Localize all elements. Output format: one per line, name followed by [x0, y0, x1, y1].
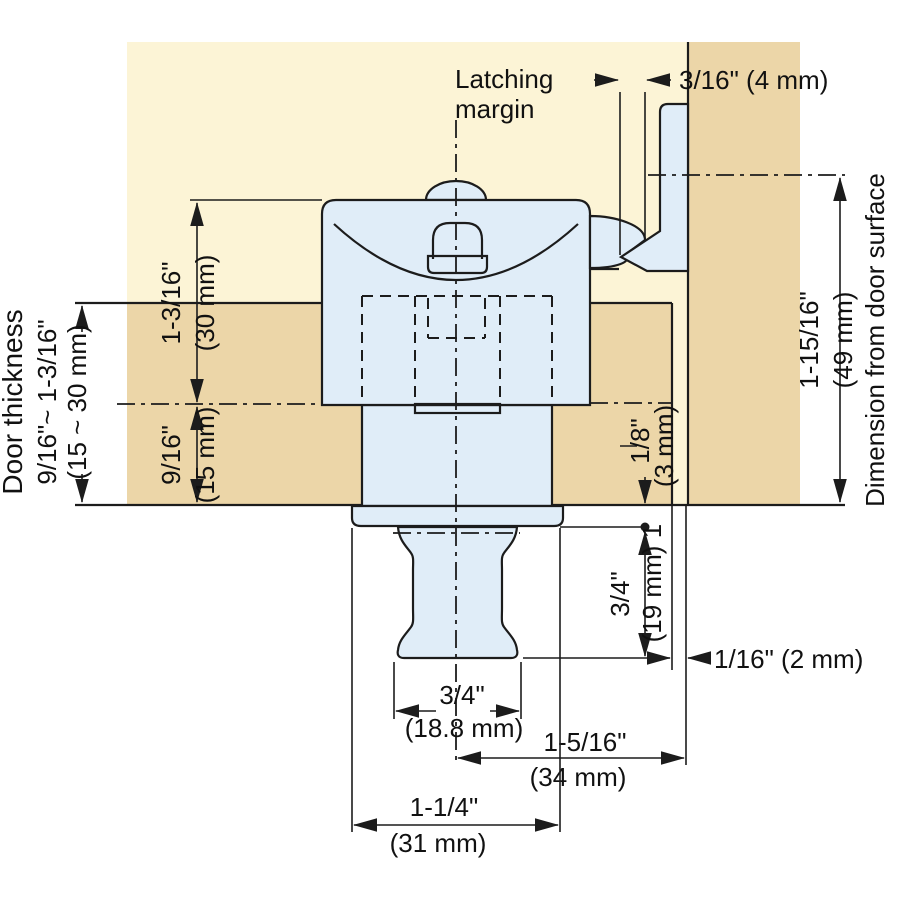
latching-margin-label-2: margin [455, 94, 534, 124]
side-gap-value: 1/16" (2 mm) [714, 644, 863, 674]
keeper-block [426, 254, 489, 275]
keeper-arch [431, 221, 484, 259]
recess-depth-mm: (15 mm) [190, 407, 220, 504]
strike-plate [618, 102, 690, 273]
dim-from-surface-label: Dimension from door surface [860, 173, 890, 507]
latch-lower-housing [360, 403, 554, 508]
base-width-inch: 1-1/4" [410, 792, 479, 822]
latch-flange [350, 504, 565, 528]
latch-height-mm: (30 mm) [190, 255, 220, 352]
side-panel [688, 42, 800, 505]
knob [396, 525, 519, 660]
latching-margin-value: 3/16" (4 mm) [679, 65, 828, 95]
latch-height-inch: 1-3/16" [156, 262, 186, 345]
base-width-mm: (31 mm) [390, 828, 487, 858]
door-section-right [552, 303, 672, 505]
surface-to-top-mm: (49 mm) [828, 292, 858, 389]
recess-depth-inch: 9/16" [156, 425, 186, 485]
door-thickness-inch: 9/16"~ 1-3/16" [32, 319, 62, 484]
center-to-side-mm: (34 mm) [530, 762, 627, 792]
knob-projection-mm: (19 mm) [637, 546, 667, 643]
door-thickness-label: Door thickness [0, 309, 28, 494]
surface-to-top-inch: 1-15/16" [794, 291, 824, 388]
flange-clearance-mm: (3 mm) [649, 405, 679, 487]
ref-marker: 1 [637, 524, 667, 538]
annotations: Latching margin 3/16" (4 mm) 1-3/16" (30… [0, 64, 890, 858]
knob-diameter-inch: 3/4" [439, 680, 484, 710]
knob-diameter-mm: (18.8 mm) [405, 713, 523, 743]
latch-unit [320, 102, 690, 765]
spindle-collar [413, 402, 502, 415]
door-thickness-mm: (15 ~ 30 mm) [62, 324, 92, 479]
reference-dot [640, 522, 650, 532]
center-to-side-inch: 1-5/16" [544, 727, 627, 757]
latching-margin-label-1: Latching [455, 64, 553, 94]
knob-projection-inch: 3/4" [605, 571, 635, 616]
flange-clearance-inch: 1/8" [625, 418, 655, 463]
